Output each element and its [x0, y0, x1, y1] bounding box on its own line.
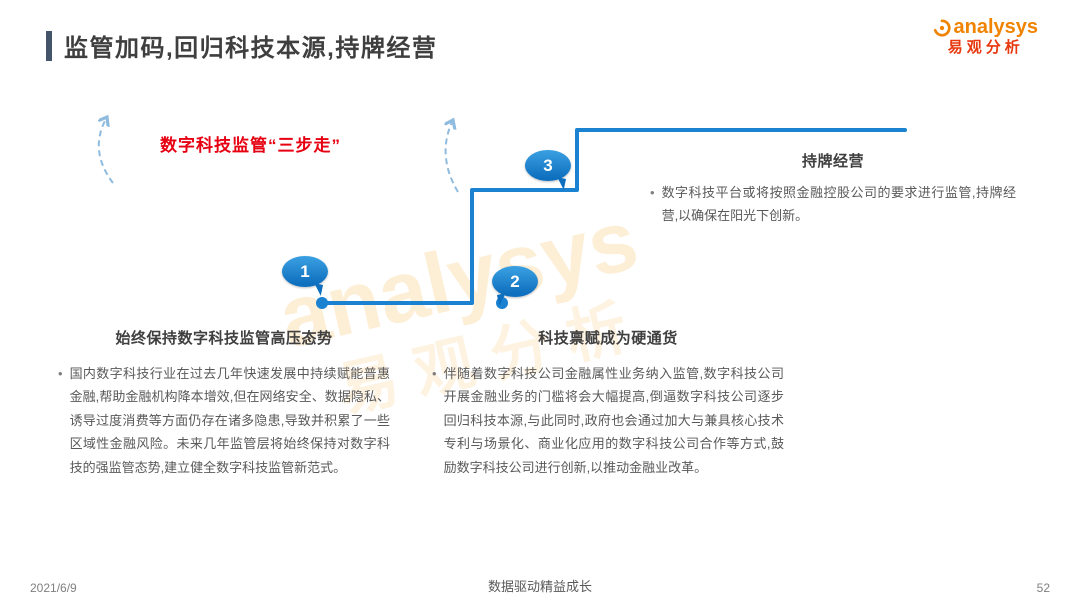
diagram-label: 数字科技监管“三步走”: [160, 136, 341, 155]
step3-heading: 持牌经营: [801, 153, 864, 170]
logo-brand-cn: 易观分析: [947, 39, 1024, 56]
step2-bubble: 2: [492, 266, 538, 297]
step1-body-text: 国内数字科技行业在过去几年快速发展中持续赋能普惠金融,帮助金融机构降本增效,但在…: [69, 366, 390, 475]
step2-block: 科技禀赋成为硬通货 • 伴随着数字科技公司金融属性业务纳入监管,数字科技公司开展…: [432, 327, 784, 479]
footer-date: 2021/6/9: [30, 581, 77, 595]
step3-bubble: 3: [525, 150, 571, 181]
step1-body: • 国内数字科技行业在过去几年快速发展中持续赋能普惠金融,帮助金融机构降本增效,…: [58, 362, 390, 479]
step2-body: • 伴随着数字科技公司金融属性业务纳入监管,数字科技公司开展金融业务的门槛将会大…: [432, 362, 784, 479]
step1-dot: [316, 297, 328, 309]
step3-number: 3: [543, 155, 553, 175]
title-accent-bar: [46, 30, 52, 61]
bullet-icon: •: [650, 185, 655, 200]
step3-block: 持牌经营 • 数字科技平台或将按照金融控股公司的要求进行监管,持牌经营,以确保在…: [650, 150, 1016, 228]
step1-heading: 始终保持数字科技监管高压态势: [115, 330, 333, 347]
step3-body-text: 数字科技平台或将按照金融控股公司的要求进行监管,持牌经营,以确保在阳光下创新。: [661, 185, 1016, 224]
logo-brand-en: analysys: [933, 16, 1038, 39]
dashed-arc-left: [97, 117, 114, 184]
page-title: 监管加码,回归科技本源,持牌经营: [64, 35, 438, 62]
footer-slogan: 数据驱动精益成长: [487, 579, 592, 594]
step1-number: 1: [300, 261, 310, 281]
step3-body: • 数字科技平台或将按照金融控股公司的要求进行监管,持牌经营,以确保在阳光下创新…: [650, 181, 1016, 228]
step2-body-text: 伴随着数字科技公司金融属性业务纳入监管,数字科技公司开展金融业务的门槛将会大幅提…: [443, 366, 784, 475]
title-row: 监管加码,回归科技本源,持牌经营: [46, 28, 437, 63]
step1-block: 始终保持数字科技监管高压态势 • 国内数字科技行业在过去几年快速发展中持续赋能普…: [58, 327, 390, 479]
step2-heading: 科技禀赋成为硬通货: [538, 330, 678, 347]
footer-page-number: 52: [1036, 581, 1050, 595]
analysys-logo: analysys 易观分析: [933, 16, 1038, 56]
step1-bubble: 1: [282, 256, 328, 287]
bullet-icon: •: [432, 366, 437, 381]
logo-brand-en-text: analysys: [953, 16, 1038, 38]
bullet-icon: •: [58, 366, 63, 381]
analysys-swirl-icon: [934, 18, 952, 37]
step2-number: 2: [510, 271, 520, 291]
dashed-arc-right: [446, 120, 459, 193]
